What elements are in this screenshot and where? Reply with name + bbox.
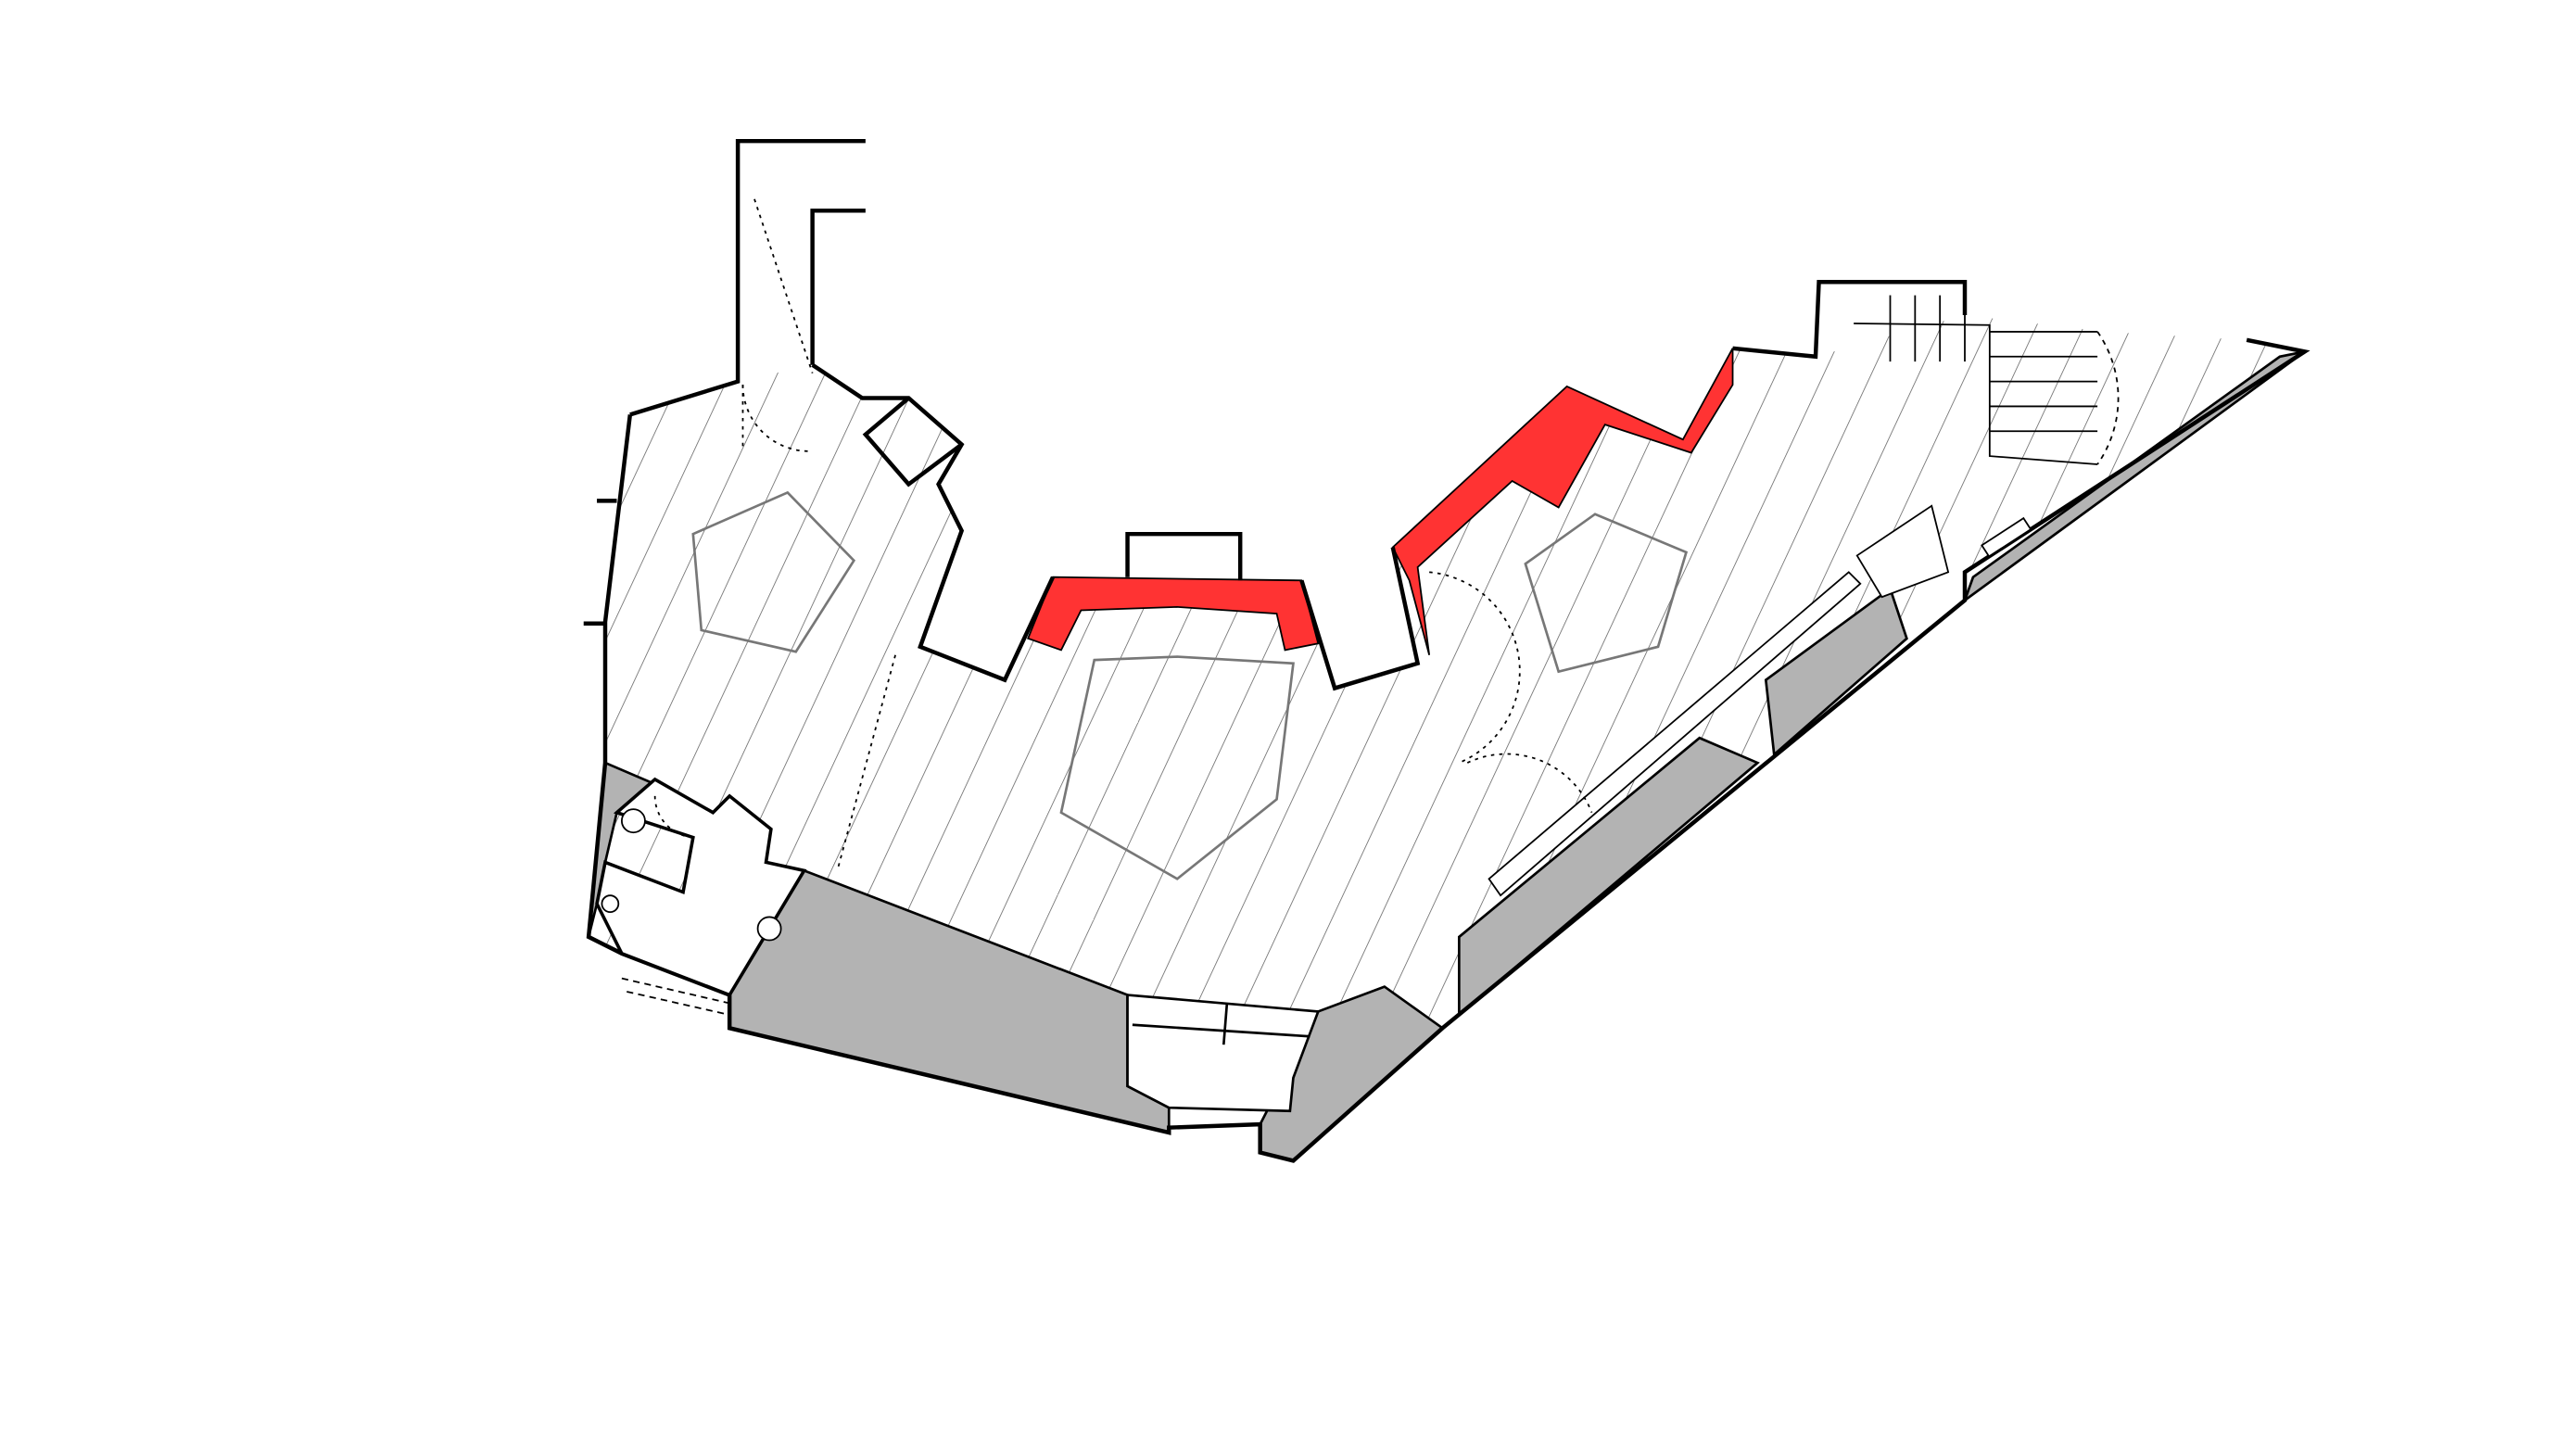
- bench: [1488, 504, 2032, 897]
- toilet-icon: [620, 808, 646, 834]
- toilet-icon: [601, 894, 620, 913]
- staircase: [1854, 295, 2120, 465]
- solid-mass-right-2: [1764, 587, 1908, 757]
- solid-mass-right-strip: [1962, 350, 2306, 604]
- highlight-wall-right: [1391, 348, 1734, 656]
- entrance: [1126, 994, 1321, 1113]
- toilet-rooms: [595, 777, 807, 1016]
- highlight-wall-center: [1027, 576, 1320, 652]
- pentagon-room-left: [691, 490, 856, 653]
- pentagon-room-center: [1059, 655, 1295, 880]
- solid-walls: [587, 350, 2306, 1162]
- door-swing: [2096, 331, 2120, 465]
- pentagon-room-right: [1524, 513, 1689, 674]
- highlighted-walls: [1027, 348, 1734, 656]
- walls: [583, 138, 2310, 1163]
- stair-treads: [1889, 295, 2098, 433]
- room-outlines: [691, 490, 1689, 880]
- solid-mass-right-1: [1458, 736, 1760, 1018]
- toilet-icon: [756, 916, 782, 942]
- door-swings: [653, 198, 1593, 871]
